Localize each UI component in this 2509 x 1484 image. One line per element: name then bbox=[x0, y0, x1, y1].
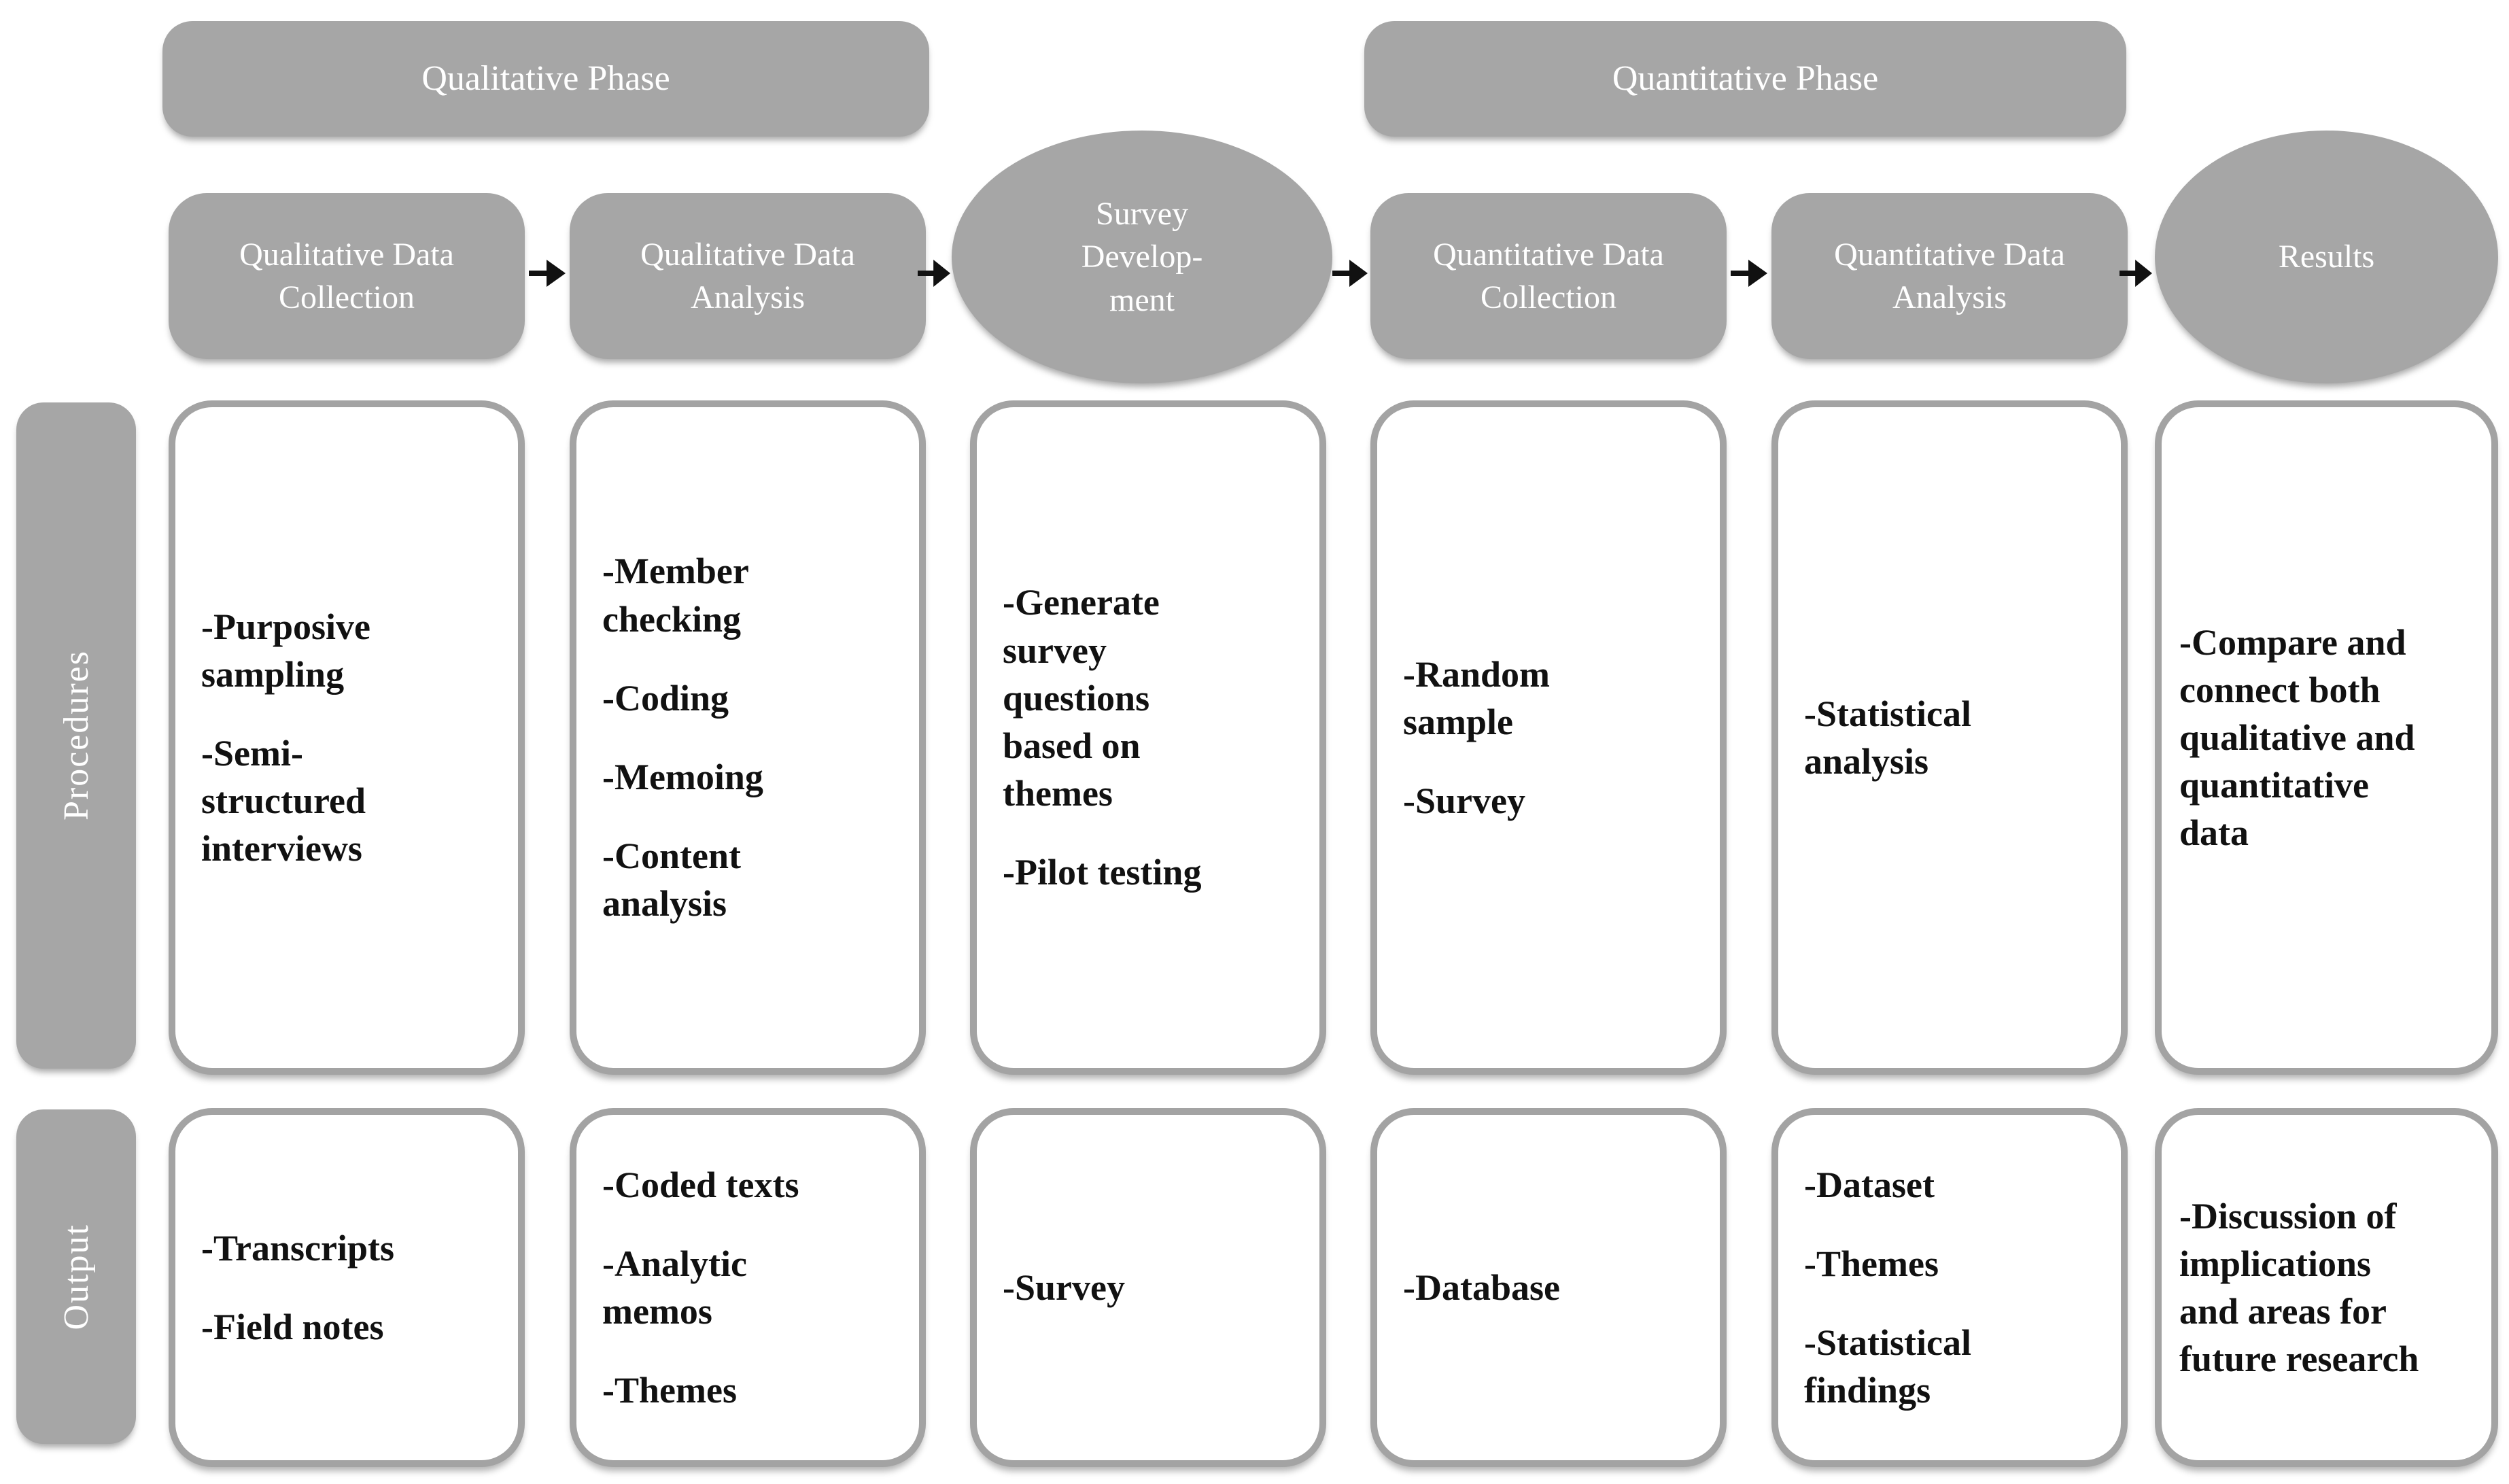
qualitative-phase-label: Qualitative Phase bbox=[421, 58, 670, 98]
row-header-output-label: Output bbox=[56, 1223, 96, 1330]
flow-arrow-icon bbox=[529, 260, 566, 287]
flow-step-label: Quantitative Data Collection bbox=[1433, 236, 1664, 315]
output-cell-qualitative-data-collection: -Transcripts -Field notes bbox=[169, 1108, 525, 1467]
output-item: -Discussion of implications and areas fo… bbox=[2179, 1195, 2419, 1380]
flow-step-label: Qualitative Data Analysis bbox=[640, 236, 855, 315]
procedure-item: -Generate survey questions based on them… bbox=[1003, 582, 1160, 814]
output-cell-quantitative-data-analysis: -Dataset -Themes -Statistical findings bbox=[1771, 1108, 2128, 1467]
procedure-item: -Content analysis bbox=[602, 835, 741, 925]
flow-arrow-icon bbox=[1332, 260, 1368, 287]
flow-step-quantitative-data-analysis: Quantitative Data Analysis bbox=[1771, 193, 2128, 359]
flow-step-survey-development: Survey Develop- ment bbox=[952, 131, 1332, 383]
quantitative-phase-label: Quantitative Phase bbox=[1612, 58, 1879, 98]
output-item: -Coded texts bbox=[602, 1164, 799, 1205]
procedure-item: -Statistical analysis bbox=[1804, 693, 1971, 782]
flow-step-qualitative-data-analysis: Qualitative Data Analysis bbox=[570, 193, 926, 359]
output-item: -Analytic memos bbox=[602, 1243, 747, 1332]
procedures-cell-quantitative-data-analysis: -Statistical analysis bbox=[1771, 400, 2128, 1075]
row-header-output: Output bbox=[16, 1109, 136, 1444]
output-cell-survey-development: -Survey bbox=[970, 1108, 1326, 1467]
procedure-item: -Random sample bbox=[1403, 653, 1551, 742]
flow-step-label: Quantitative Data Analysis bbox=[1834, 236, 2065, 315]
procedure-item: -Memoing bbox=[602, 757, 763, 797]
output-cell-qualitative-data-analysis: -Coded texts -Analytic memos -Themes bbox=[570, 1108, 926, 1467]
output-item: -Transcripts bbox=[201, 1227, 394, 1269]
procedure-item: -Coding bbox=[602, 677, 729, 719]
row-header-procedures: Procedures bbox=[16, 402, 136, 1069]
flow-step-label: Survey Develop- ment bbox=[1081, 195, 1203, 318]
flow-step-quantitative-data-collection: Quantitative Data Collection bbox=[1370, 193, 1727, 359]
output-item: -Field notes bbox=[201, 1307, 384, 1347]
procedure-item: -Semi- structured interviews bbox=[201, 732, 366, 869]
flow-step-label: Results bbox=[2278, 239, 2375, 275]
procedures-cell-survey-development: -Generate survey questions based on them… bbox=[970, 400, 1326, 1075]
output-item: -Themes bbox=[1804, 1243, 1939, 1284]
quantitative-phase-header: Quantitative Phase bbox=[1364, 21, 2126, 137]
output-item: -Survey bbox=[1003, 1266, 1125, 1308]
procedure-item: -Purposive sampling bbox=[201, 606, 370, 695]
procedures-cell-qualitative-data-analysis: -Member checking -Coding -Memoing -Conte… bbox=[570, 400, 926, 1075]
procedures-cell-results: -Compare and connect both qualitative an… bbox=[2155, 400, 2498, 1075]
flow-step-results: Results bbox=[2155, 131, 2498, 383]
procedures-cell-qualitative-data-collection: -Purposive sampling -Semi- structured in… bbox=[169, 400, 525, 1075]
output-item: -Themes bbox=[602, 1370, 737, 1411]
procedure-item: -Survey bbox=[1403, 780, 1525, 822]
procedure-item: -Pilot testing bbox=[1003, 852, 1202, 893]
flow-arrow-icon bbox=[918, 260, 950, 287]
output-item: -Database bbox=[1403, 1266, 1560, 1308]
flow-step-qualitative-data-collection: Qualitative Data Collection bbox=[169, 193, 525, 359]
procedures-cell-quantitative-data-collection: -Random sample -Survey bbox=[1370, 400, 1727, 1075]
flow-arrow-icon bbox=[2119, 260, 2152, 287]
output-item: -Dataset bbox=[1804, 1164, 1935, 1205]
output-cell-results: -Discussion of implications and areas fo… bbox=[2155, 1108, 2498, 1467]
procedure-item: -Member checking bbox=[602, 551, 749, 640]
output-cell-quantitative-data-collection: -Database bbox=[1370, 1108, 1727, 1467]
flow-arrow-icon bbox=[1731, 260, 1767, 287]
qualitative-phase-header: Qualitative Phase bbox=[162, 21, 929, 137]
output-item: -Statistical findings bbox=[1804, 1322, 1971, 1411]
row-header-procedures-label: Procedures bbox=[56, 650, 96, 821]
flow-step-label: Qualitative Data Collection bbox=[239, 236, 454, 315]
procedure-item: -Compare and connect both qualitative an… bbox=[2179, 621, 2415, 854]
